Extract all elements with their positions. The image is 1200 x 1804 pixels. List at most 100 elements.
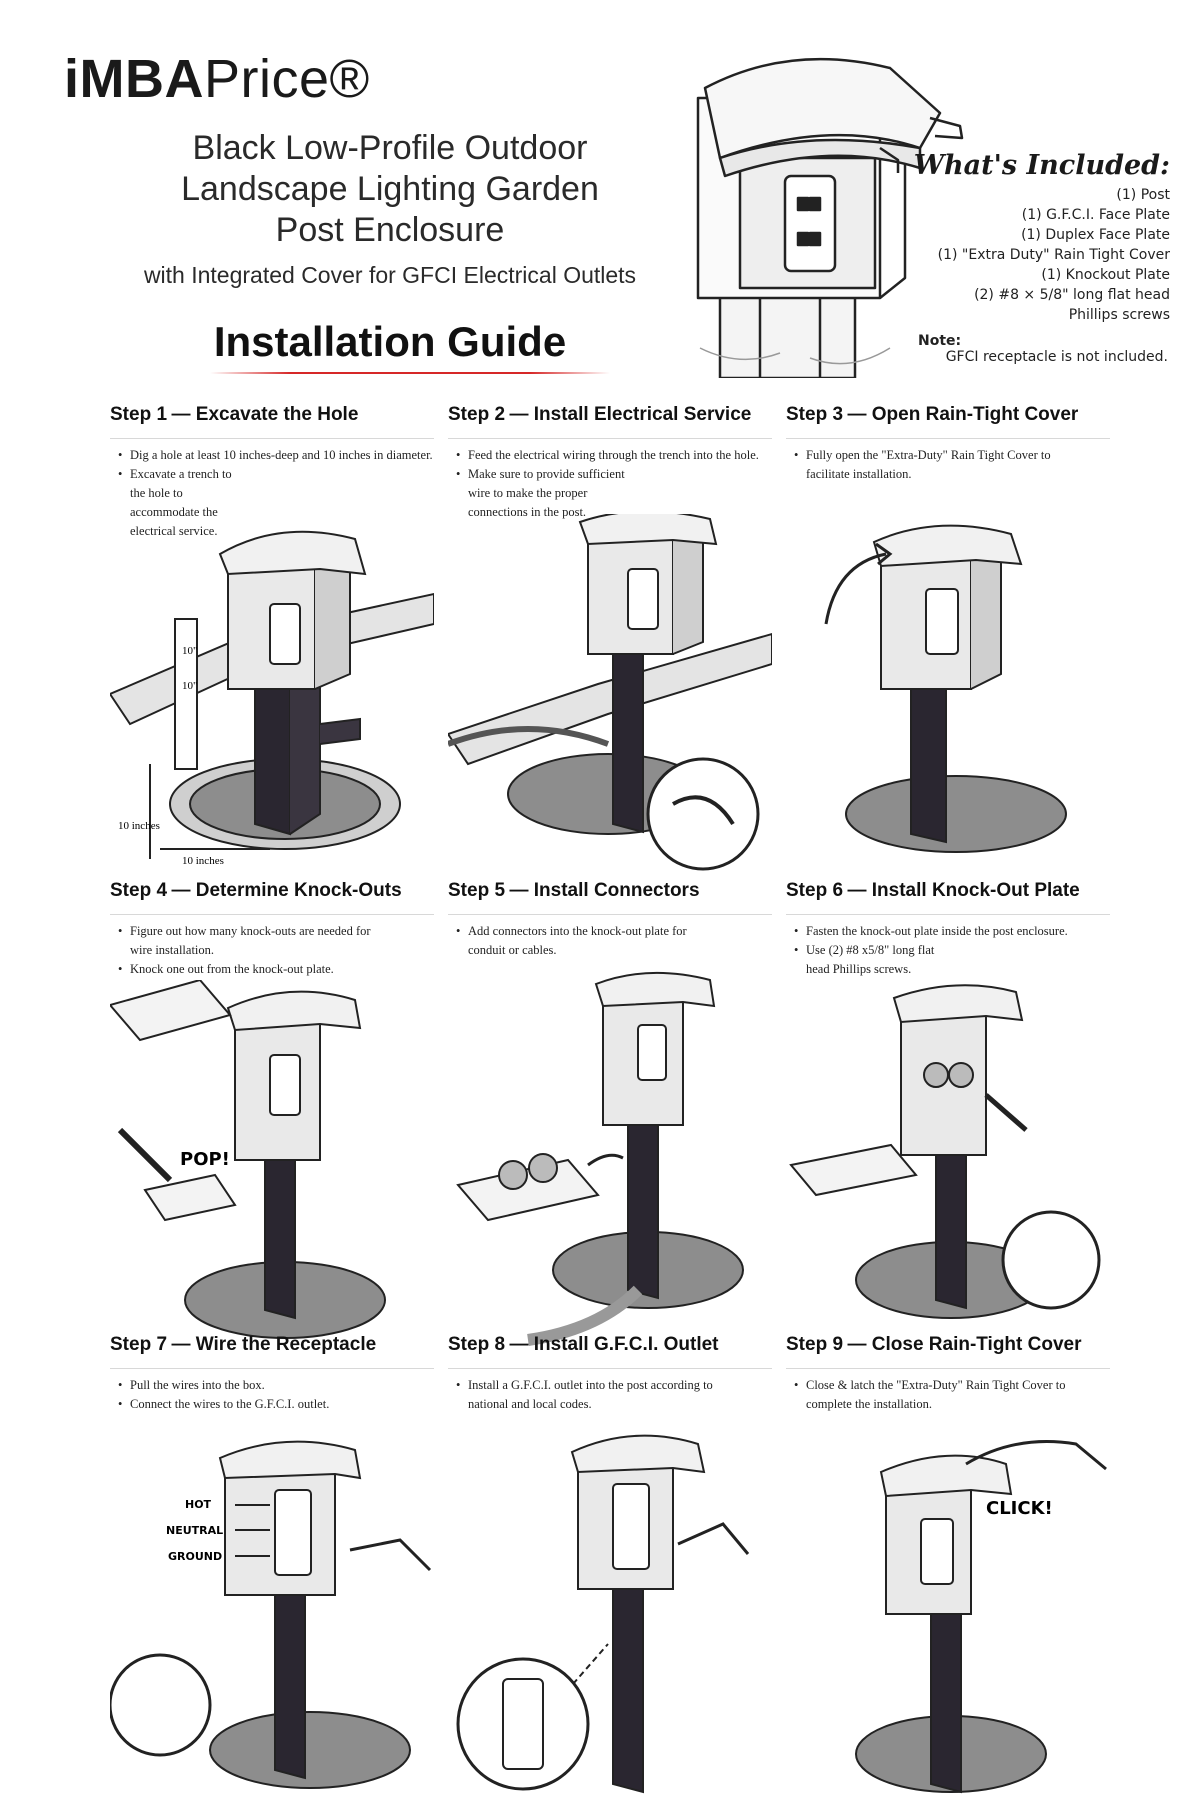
included-item: (1) Duplex Face Plate bbox=[1021, 227, 1170, 243]
step-bullet: Add connectors into the knock-out plate … bbox=[454, 922, 724, 960]
step-bullet: Fully open the "Extra-Duty" Rain Tight C… bbox=[792, 446, 1062, 484]
note-text: GFCI receptacle is not included. bbox=[945, 349, 1168, 365]
step-bullets: Figure out how many knock-outs are neede… bbox=[116, 922, 386, 979]
step-number: Step 5 bbox=[448, 880, 506, 901]
included-item: (1) Knockout Plate bbox=[1041, 267, 1170, 283]
step-bullets: Fasten the knock-out plate inside the po… bbox=[792, 922, 1110, 979]
step-dash: — bbox=[509, 880, 534, 901]
step-heading: Step 3 — Open Rain-Tight Cover bbox=[786, 404, 1110, 439]
step-bullet: Fasten the knock-out plate inside the po… bbox=[792, 922, 1110, 941]
included-item: (1) G.F.C.I. Face Plate bbox=[1021, 207, 1170, 223]
step-bullets: Close & latch the "Extra-Duty" Rain Tigh… bbox=[792, 1376, 1072, 1414]
product-title-line: Black Low-Profile Outdoor bbox=[192, 129, 588, 167]
step-callout: 10" bbox=[182, 680, 198, 692]
step-heading: Step 6 — Install Knock-Out Plate bbox=[786, 880, 1110, 915]
step-dash: — bbox=[509, 404, 534, 425]
step-callout: POP! bbox=[180, 1149, 230, 1170]
brand-logo: iMBAPrice® bbox=[64, 48, 370, 110]
product-subtitle: with Integrated Cover for GFCI Electrica… bbox=[143, 262, 637, 288]
step-bullet: Use (2) #8 x5/8" long flat head Phillips… bbox=[792, 941, 936, 979]
step-dash: — bbox=[847, 880, 872, 901]
included-item: (1) "Extra Duty" Rain Tight Cover bbox=[937, 247, 1170, 263]
step-7-illustration: HOT NEUTRAL GROUND bbox=[110, 1440, 432, 1789]
step-callout: GROUND bbox=[168, 1550, 222, 1563]
step-heading: Step 2 — Install Electrical Service bbox=[448, 404, 772, 439]
step-bullet: Pull the wires into the box. bbox=[116, 1376, 386, 1395]
whats-included-panel: What's Included: (1) Post (1) G.F.C.I. F… bbox=[900, 150, 1170, 325]
step-dash: — bbox=[171, 880, 196, 901]
step-name: Install G.F.C.I. Outlet bbox=[533, 1334, 719, 1355]
step-name: Install Connectors bbox=[533, 880, 700, 901]
step-6-panel: Step 6 — Install Knock-Out Plate Fasten … bbox=[786, 880, 1110, 1350]
step-heading: Step 1 — Excavate the Hole bbox=[110, 404, 434, 439]
step-name: Determine Knock-Outs bbox=[195, 880, 402, 901]
step-1-illustration: 10" 10" 10 inches 10 inches bbox=[110, 530, 434, 867]
step-8-panel: Step 8 — Install G.F.C.I. Outlet Install… bbox=[448, 1334, 772, 1804]
step-name: Install Electrical Service bbox=[533, 404, 752, 425]
whats-included-title: What's Included: bbox=[913, 150, 1170, 181]
step-bullet: Feed the electrical wiring through the t… bbox=[454, 446, 772, 465]
guide-title: Installation Guide bbox=[213, 318, 567, 365]
product-title-line: Post Enclosure bbox=[275, 211, 505, 249]
step-4-panel: Step 4 — Determine Knock-Outs Figure out… bbox=[110, 880, 434, 1350]
step-heading: Step 5 — Install Connectors bbox=[448, 880, 772, 915]
step-3-illustration bbox=[824, 524, 1067, 853]
step-number: Step 6 bbox=[786, 880, 844, 901]
step-8-illustration bbox=[456, 1434, 750, 1794]
step-name: Excavate the Hole bbox=[195, 404, 359, 425]
step-heading: Step 9 — Close Rain-Tight Cover bbox=[786, 1334, 1110, 1369]
note-label: Note: bbox=[918, 333, 962, 349]
step-callout: NEUTRAL bbox=[166, 1524, 223, 1537]
step-5-panel: Step 5 — Install Connectors Add connecto… bbox=[448, 880, 772, 1350]
step-1-panel: Step 1 — Excavate the Hole Dig a hole at… bbox=[110, 404, 434, 874]
step-callout: CLICK! bbox=[986, 1498, 1053, 1519]
step-callout: HOT bbox=[185, 1498, 212, 1511]
step-number: Step 1 bbox=[110, 404, 168, 425]
step-number: Step 2 bbox=[448, 404, 506, 425]
step-number: Step 3 bbox=[786, 404, 844, 425]
step-bullet: Knock one out from the knock-out plate. bbox=[116, 960, 386, 979]
step-bullet: Figure out how many knock-outs are neede… bbox=[116, 922, 386, 960]
step-name: Open Rain-Tight Cover bbox=[871, 404, 1079, 425]
step-dash: — bbox=[847, 404, 872, 425]
step-name: Close Rain-Tight Cover bbox=[871, 1334, 1082, 1355]
step-bullets: Pull the wires into the box. Connect the… bbox=[116, 1376, 386, 1414]
step-name: Install Knock-Out Plate bbox=[871, 880, 1080, 901]
step-number: Step 9 bbox=[786, 1334, 844, 1355]
step-callout: 10" bbox=[182, 645, 198, 657]
step-heading: Step 4 — Determine Knock-Outs bbox=[110, 880, 434, 915]
step-bullets: Fully open the "Extra-Duty" Rain Tight C… bbox=[792, 446, 1062, 484]
note-box: Note: GFCI receptacle is not included. bbox=[918, 333, 1168, 365]
step-bullet: Close & latch the "Extra-Duty" Rain Tigh… bbox=[792, 1376, 1072, 1414]
step-9-illustration: CLICK! bbox=[855, 1440, 1107, 1794]
enclosure-illustration bbox=[696, 57, 964, 378]
included-item: (1) Post bbox=[1116, 187, 1170, 203]
product-title-line: Landscape Lighting Garden bbox=[181, 170, 599, 208]
step-bullets: Dig a hole at least 10 inches-deep and 1… bbox=[116, 446, 434, 541]
product-title: Black Low-Profile Outdoor Landscape Ligh… bbox=[110, 128, 670, 251]
step-2-panel: Step 2 — Install Electrical Service Feed… bbox=[448, 404, 772, 874]
brand-bold: iMBA bbox=[64, 49, 204, 109]
step-bullet: Make sure to provide sufficient wire to … bbox=[454, 465, 638, 522]
step-4-illustration: POP! bbox=[110, 980, 386, 1339]
step-number: Step 7 bbox=[110, 1334, 168, 1355]
step-heading: Step 7 — Wire the Receptacle bbox=[110, 1334, 434, 1369]
title-underline bbox=[210, 372, 610, 374]
step-dash: — bbox=[171, 404, 196, 425]
step-5-illustration bbox=[456, 971, 744, 1346]
step-callout: 10 inches bbox=[182, 855, 224, 867]
step-9-panel: Step 9 — Close Rain-Tight Cover Close & … bbox=[786, 1334, 1110, 1804]
step-dash: — bbox=[847, 1334, 872, 1355]
step-callout: 10 inches bbox=[118, 820, 160, 832]
step-6-illustration bbox=[789, 984, 1101, 1319]
step-bullet: Dig a hole at least 10 inches-deep and 1… bbox=[116, 446, 434, 465]
step-bullets: Add connectors into the knock-out plate … bbox=[454, 922, 724, 960]
step-heading: Step 8 — Install G.F.C.I. Outlet bbox=[448, 1334, 772, 1369]
step-bullet: Install a G.F.C.I. outlet into the post … bbox=[454, 1376, 734, 1414]
step-dash: — bbox=[509, 1334, 534, 1355]
step-bullets: Install a G.F.C.I. outlet into the post … bbox=[454, 1376, 734, 1414]
whats-included-list: (1) Post (1) G.F.C.I. Face Plate (1) Dup… bbox=[900, 185, 1170, 325]
included-item: (2) #8 × 5/8" long flat head bbox=[974, 287, 1170, 303]
step-3-panel: Step 3 — Open Rain-Tight Cover Fully ope… bbox=[786, 404, 1110, 874]
included-item: Phillips screws bbox=[1068, 307, 1170, 323]
